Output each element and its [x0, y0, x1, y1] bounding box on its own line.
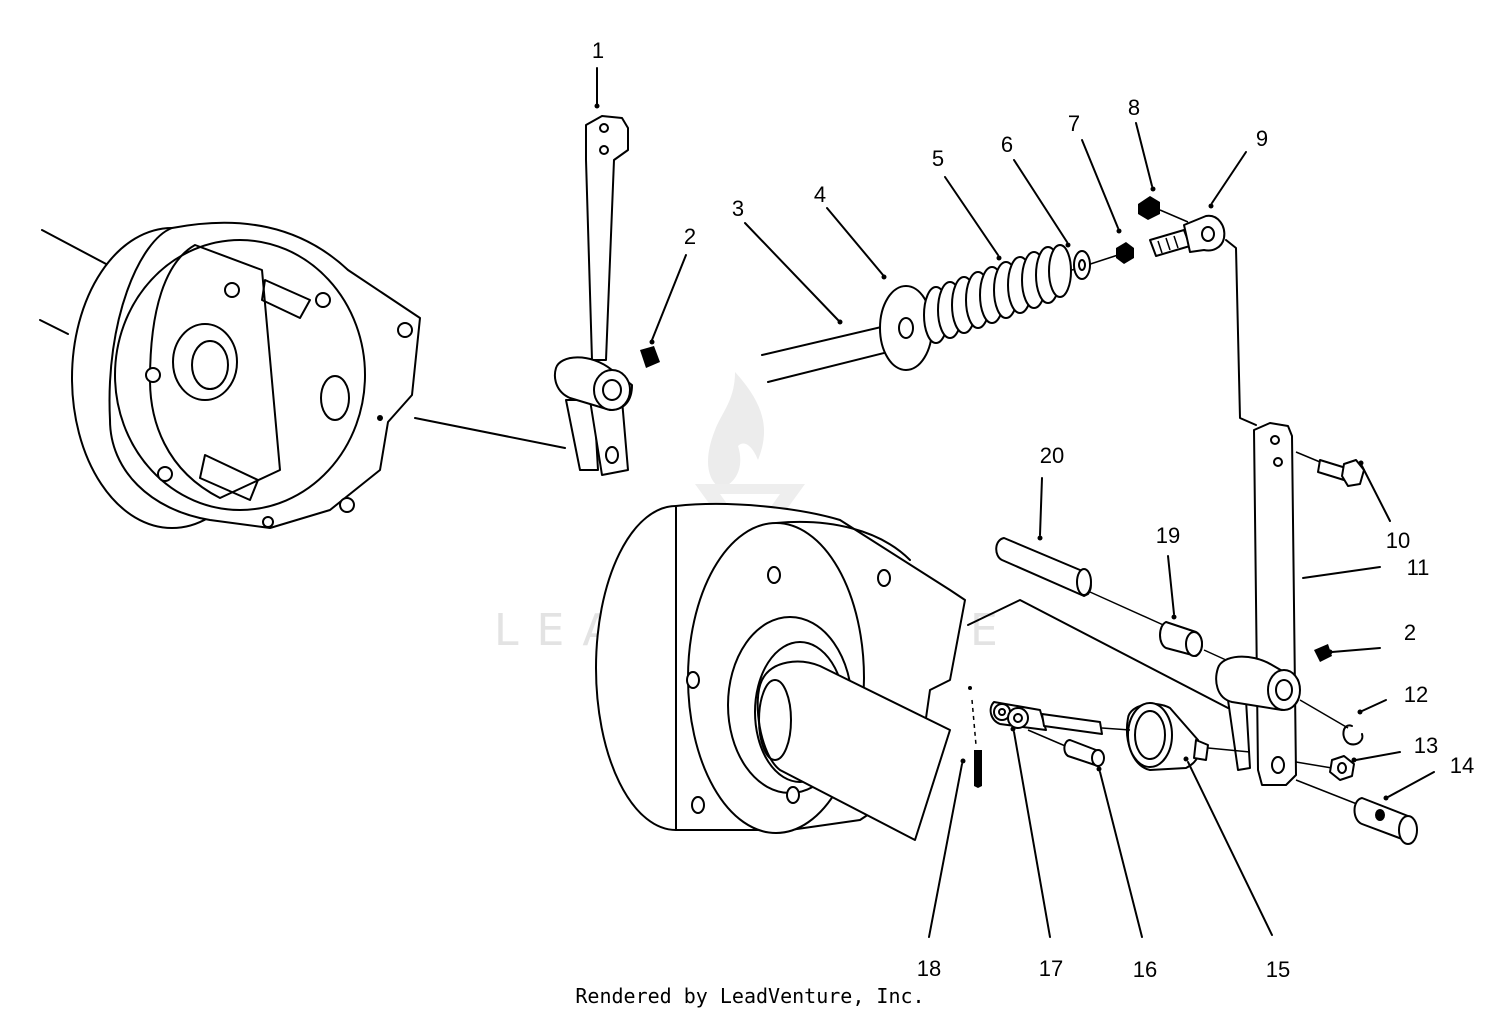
- part-11-lever-arm: [1215, 422, 1301, 786]
- leader-lines: [594, 67, 1435, 938]
- spring-rod-assembly: [761, 196, 1257, 426]
- part-15-boot: [1126, 702, 1251, 771]
- callout-6: 6: [1001, 132, 1013, 157]
- callout-14: 14: [1450, 753, 1474, 778]
- part-10-bolt: [1295, 451, 1365, 487]
- part-18-cotter-pin: [968, 686, 982, 788]
- callout-5: 5: [932, 146, 944, 171]
- part-14-pin: [1295, 779, 1418, 845]
- callout-11: 11: [1407, 555, 1430, 580]
- part-19-bushing: [1159, 621, 1227, 661]
- watermark-flame-icon: [708, 372, 765, 488]
- callout-2-lower: 2: [1404, 620, 1416, 645]
- callout-15: 15: [1266, 957, 1290, 982]
- part-20-pin: [995, 537, 1171, 629]
- render-credit: Rendered by LeadVenture, Inc.: [575, 984, 925, 1008]
- callout-4: 4: [814, 182, 826, 207]
- part-1-lever-arm: [553, 115, 633, 476]
- part-13-nut: [1295, 755, 1355, 781]
- callout-20: 20: [1040, 443, 1064, 468]
- callout-18: 18: [917, 956, 941, 981]
- part-5-spring: [923, 244, 1072, 344]
- callout-1: 1: [592, 38, 604, 63]
- callout-17: 17: [1039, 956, 1063, 981]
- callout-3: 3: [732, 196, 744, 221]
- callout-2-upper: 2: [684, 224, 696, 249]
- callout-12: 12: [1404, 682, 1428, 707]
- callout-8: 8: [1128, 95, 1140, 120]
- callout-labels: 1 2 3 4 5 6 7 8 9 10 11 2 12 13 14 15 16…: [592, 38, 1474, 982]
- callout-16: 16: [1133, 957, 1157, 982]
- callout-7: 7: [1068, 111, 1080, 136]
- callout-19: 19: [1156, 523, 1180, 548]
- part-16-pin: [1027, 729, 1105, 767]
- right-drum-assembly: [595, 502, 1229, 841]
- part-2-set-screw-upper: [640, 346, 660, 368]
- part-17-clevis: [989, 701, 1131, 735]
- callout-10: 10: [1386, 528, 1410, 553]
- callout-13: 13: [1414, 733, 1438, 758]
- part-12-e-clip: [1299, 699, 1364, 746]
- callout-9: 9: [1256, 126, 1268, 151]
- part-2-set-screw-lower: [1314, 644, 1332, 662]
- left-drum-assembly: [39, 221, 566, 529]
